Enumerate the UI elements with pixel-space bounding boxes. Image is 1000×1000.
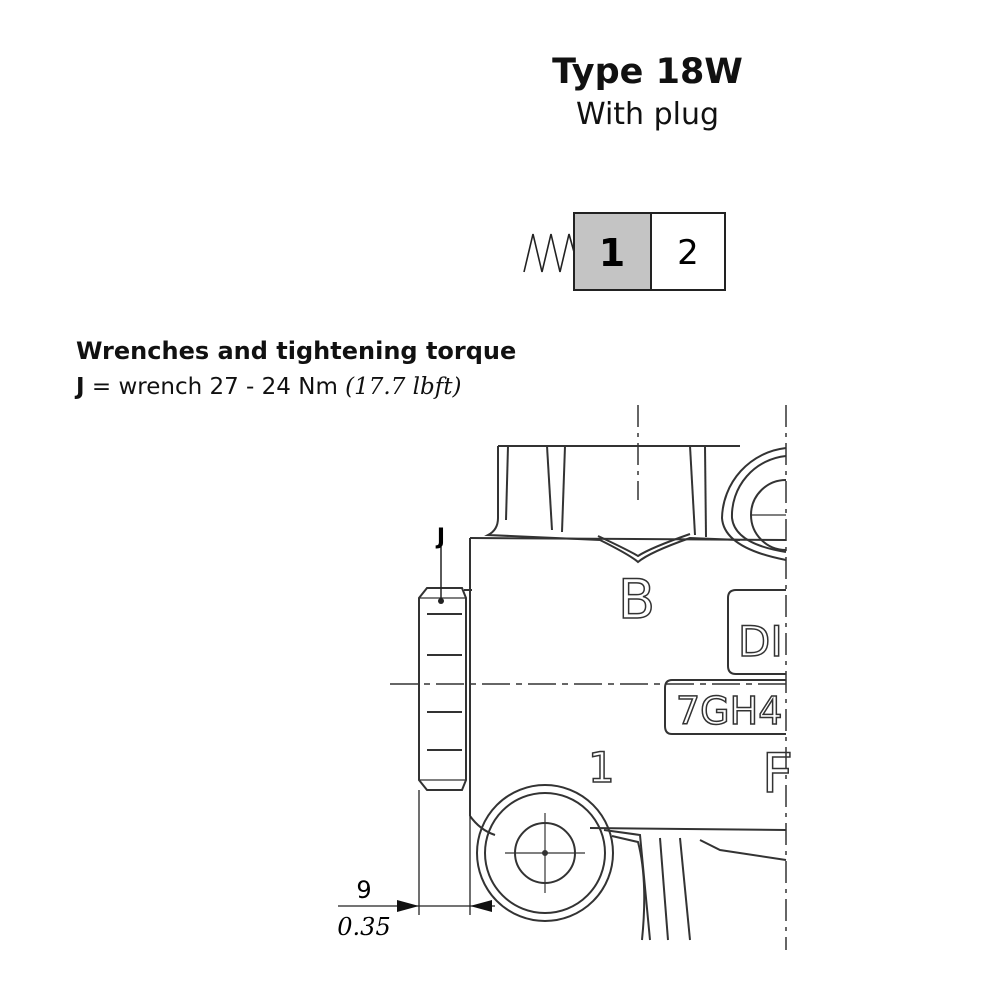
- dimension-mm: 9: [356, 876, 371, 904]
- marking-top-text: DI: [738, 617, 783, 666]
- spring-icon: [523, 233, 575, 273]
- port-1-label: 1: [588, 743, 615, 792]
- port-circle-bottom: [476, 784, 787, 941]
- valve-body: [464, 405, 787, 950]
- symbol-box-1: [573, 212, 652, 291]
- dimension-arrow-right: [470, 900, 492, 912]
- marking-bottom-text: 7GH4: [676, 689, 782, 733]
- symbol-box-2: [650, 212, 726, 291]
- port-circle-top: [720, 447, 787, 561]
- torque-metric-text: = wrench 27 - 24 Nm: [84, 374, 346, 400]
- port-b-label: B: [618, 568, 655, 631]
- page-subtitle: With plug: [575, 97, 720, 132]
- callout-label-j: J: [435, 525, 445, 550]
- port-f-label: F: [762, 742, 793, 805]
- symbol-label-2: 2: [677, 233, 699, 273]
- wrench-key-label: J: [76, 374, 85, 400]
- wrenches-heading: Wrenches and tightening torque: [76, 337, 517, 365]
- dimension: [338, 790, 495, 915]
- dimension-arrow-left: [397, 900, 419, 912]
- plug-hex: [418, 587, 467, 791]
- torque-imperial-text: (17.7 lbft): [345, 374, 462, 400]
- symbol-label-1: 1: [599, 231, 625, 275]
- page-title: Type 18W: [552, 52, 743, 92]
- spool-symbol: 1 2: [523, 212, 726, 291]
- dimension-inches: 0.35: [337, 913, 390, 941]
- marking-boxes: [664, 589, 786, 735]
- torque-spec: J = wrench 27 - 24 Nm (17.7 lbft): [76, 374, 461, 400]
